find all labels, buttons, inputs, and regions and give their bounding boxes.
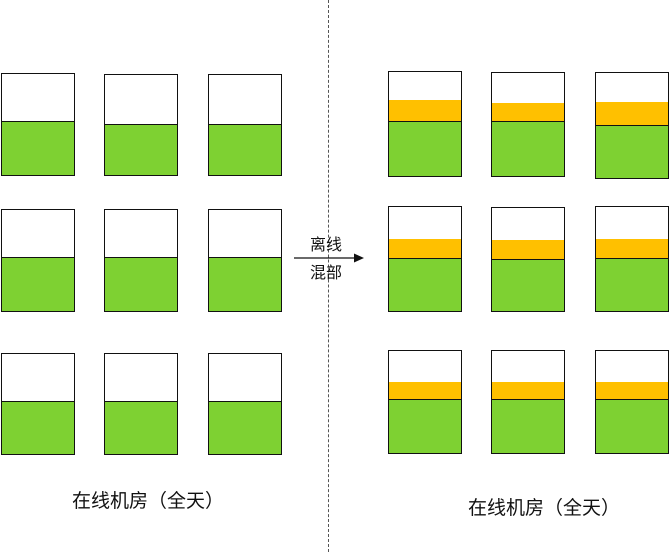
server-box bbox=[388, 350, 462, 454]
online-load-fill bbox=[105, 401, 177, 454]
online-load-fill bbox=[105, 257, 177, 311]
online-load-fill bbox=[492, 258, 564, 311]
server-box bbox=[388, 206, 462, 312]
server-box bbox=[1, 353, 75, 455]
server-box bbox=[104, 353, 178, 455]
online-load-fill bbox=[389, 258, 461, 311]
online-load-fill bbox=[492, 398, 564, 453]
offline-load-fill bbox=[596, 239, 668, 259]
server-box bbox=[1, 209, 75, 312]
offline-load-fill bbox=[492, 102, 564, 123]
offline-load-fill bbox=[389, 381, 461, 400]
online-load-fill bbox=[2, 121, 74, 175]
server-box bbox=[208, 74, 282, 176]
online-load-fill bbox=[389, 120, 461, 176]
online-load-fill bbox=[105, 124, 177, 175]
offline-load-fill bbox=[596, 102, 668, 126]
online-load-fill bbox=[596, 258, 668, 311]
left-caption: 在线机房（全天） bbox=[72, 490, 225, 512]
offline-load-fill bbox=[389, 239, 461, 259]
server-box bbox=[208, 353, 282, 455]
right-arrow-icon bbox=[294, 253, 364, 263]
section-divider bbox=[328, 0, 329, 552]
server-box bbox=[491, 207, 565, 312]
server-box bbox=[491, 350, 565, 454]
server-box bbox=[104, 74, 178, 176]
server-box bbox=[595, 350, 669, 454]
online-load-fill bbox=[2, 401, 74, 454]
server-box bbox=[595, 72, 669, 179]
arrow-label-top: 离线 bbox=[309, 235, 342, 254]
online-load-fill bbox=[492, 121, 564, 176]
server-box bbox=[491, 72, 565, 177]
online-load-fill bbox=[209, 257, 281, 311]
right-caption: 在线机房（全天） bbox=[468, 497, 621, 519]
online-load-fill bbox=[596, 398, 668, 453]
offline-load-fill bbox=[596, 381, 668, 400]
server-box bbox=[388, 71, 462, 177]
server-box bbox=[104, 209, 178, 312]
online-load-fill bbox=[209, 124, 281, 175]
server-box bbox=[208, 209, 282, 312]
arrow-label-bottom: 混部 bbox=[309, 263, 342, 282]
server-box bbox=[595, 206, 669, 312]
online-load-fill bbox=[2, 257, 74, 311]
online-load-fill bbox=[389, 398, 461, 453]
offline-load-fill bbox=[492, 239, 564, 260]
offline-load-fill bbox=[492, 381, 564, 400]
online-load-fill bbox=[209, 401, 281, 454]
server-box bbox=[1, 73, 75, 176]
online-load-fill bbox=[596, 124, 668, 178]
offline-load-fill bbox=[389, 100, 461, 122]
